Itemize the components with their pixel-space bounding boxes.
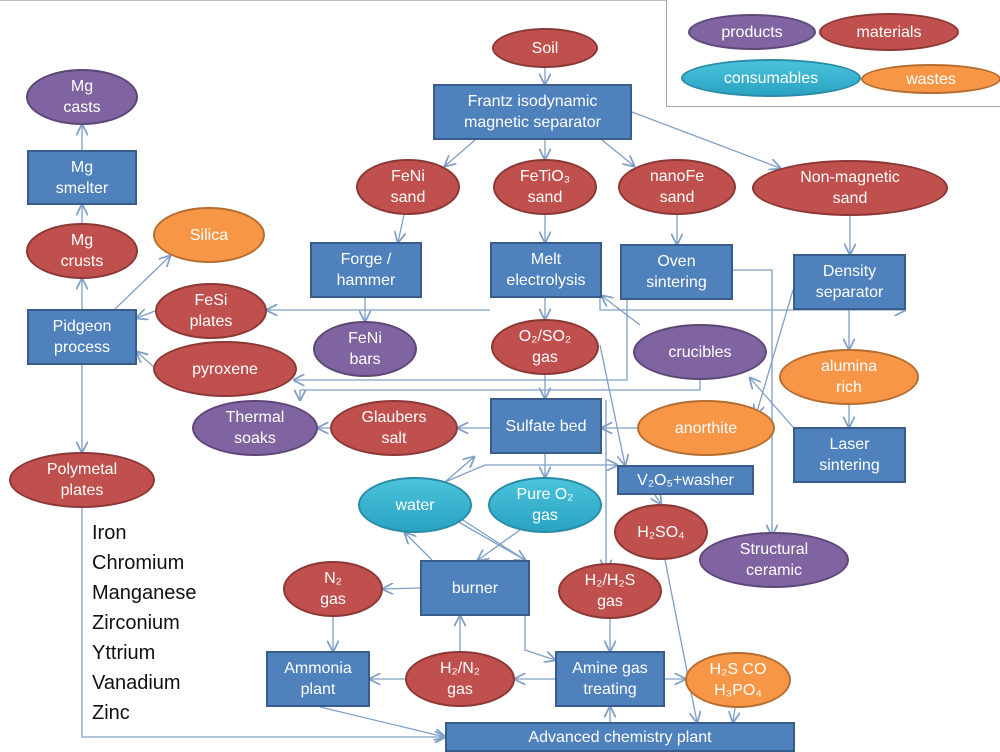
crucibles-node: crucibles — [633, 324, 767, 380]
pyroxene-node: pyroxene — [153, 341, 297, 397]
pure-o2-gas-node: Pure O₂ gas — [488, 477, 602, 533]
edge — [398, 214, 404, 242]
h2s-co-h3po4-node: H₂S CO H₃PO₄ — [685, 652, 791, 708]
fesi-plates-node: FeSi plates — [155, 283, 267, 339]
v2o5-washer-box: V₂O₅+washer — [617, 465, 754, 495]
edge — [733, 707, 735, 722]
melt-electrolysis-box: Melt electrolysis — [490, 242, 602, 298]
top-border — [0, 0, 666, 1]
edge — [114, 256, 170, 310]
legend-products: products — [688, 14, 816, 50]
edge — [599, 296, 905, 310]
burner-box: burner — [420, 560, 530, 616]
glaubers-salt-node: Glaubers salt — [330, 400, 458, 456]
edge — [137, 311, 156, 318]
amine-gas-treating-box: Amine gas treating — [555, 651, 665, 707]
edge — [454, 519, 525, 560]
edge — [137, 352, 156, 369]
polymetal-plates-node: Polymetal plates — [9, 452, 155, 508]
edge — [664, 559, 697, 722]
edge — [599, 344, 625, 465]
thermal-soaks-node: Thermal soaks — [192, 400, 318, 456]
edge — [631, 111, 780, 168]
non-magnetic-sand-node: Non-magnetic sand — [752, 160, 948, 216]
oven-sintering-box: Oven sintering — [620, 244, 733, 300]
legend-wastes: wastes — [861, 64, 1000, 94]
edge — [294, 264, 628, 380]
polymetal-elements-list: Iron Chromium Manganese Zirconium Yttriu… — [92, 522, 197, 724]
density-separator-box: Density separator — [793, 254, 906, 310]
nanofe-sand-node: nanoFe sand — [618, 159, 736, 215]
edge — [300, 378, 701, 400]
edge — [750, 378, 794, 428]
alumina-rich-node: alumina rich — [779, 349, 919, 405]
o2-so2-gas-node: O₂/SO₂ gas — [491, 319, 599, 375]
edge — [405, 533, 433, 561]
edge — [81, 508, 445, 737]
advanced-chemistry-plant-box: Advanced chemistry plant — [445, 722, 795, 752]
h2so4-node: H₂SO₄ — [614, 504, 708, 560]
legend-consumables: consumables — [681, 59, 861, 97]
feni-bars-node: FeNi bars — [313, 321, 417, 377]
edge — [444, 465, 617, 483]
anorthite-node: anorthite — [637, 400, 775, 456]
edge — [601, 139, 634, 166]
ammonia-plant-box: Ammonia plant — [266, 651, 370, 707]
h2-n2-gas-node: H₂/N₂ gas — [405, 651, 515, 707]
fetio3-sand-node: FeTiO₃ sand — [493, 159, 597, 215]
mg-smelter-box: Mg smelter — [27, 150, 137, 205]
structural-ceramic-node: Structural ceramic — [699, 532, 849, 588]
edge — [756, 289, 794, 415]
feni-sand-node: FeNi sand — [356, 159, 460, 215]
edge — [445, 139, 476, 166]
edge — [478, 529, 521, 560]
silica-node: Silica — [153, 207, 265, 263]
forge-hammer-box: Forge / hammer — [310, 242, 422, 298]
laser-sintering-box: Laser sintering — [793, 427, 906, 483]
edge — [383, 588, 421, 589]
soil-node: Soil — [492, 28, 598, 68]
sulfate-bed-box: Sulfate bed — [490, 398, 602, 454]
n2-gas-node: N₂ gas — [283, 561, 383, 617]
h2-h2s-gas-node: H₂/H₂S gas — [558, 563, 662, 619]
edge — [733, 269, 772, 535]
pidgeon-process-box: Pidgeon process — [27, 309, 137, 365]
water-node: water — [358, 477, 472, 533]
edge — [655, 495, 661, 504]
legend-materials: materials — [819, 13, 959, 51]
mg-crusts-node: Mg crusts — [26, 223, 138, 279]
mg-casts-node: Mg casts — [26, 69, 138, 125]
frantz-separator-box: Frantz isodynamic magnetic separator — [433, 84, 632, 140]
edge — [319, 706, 445, 737]
edge — [444, 457, 474, 483]
legend: products materials consumables wastes — [666, 0, 1000, 107]
